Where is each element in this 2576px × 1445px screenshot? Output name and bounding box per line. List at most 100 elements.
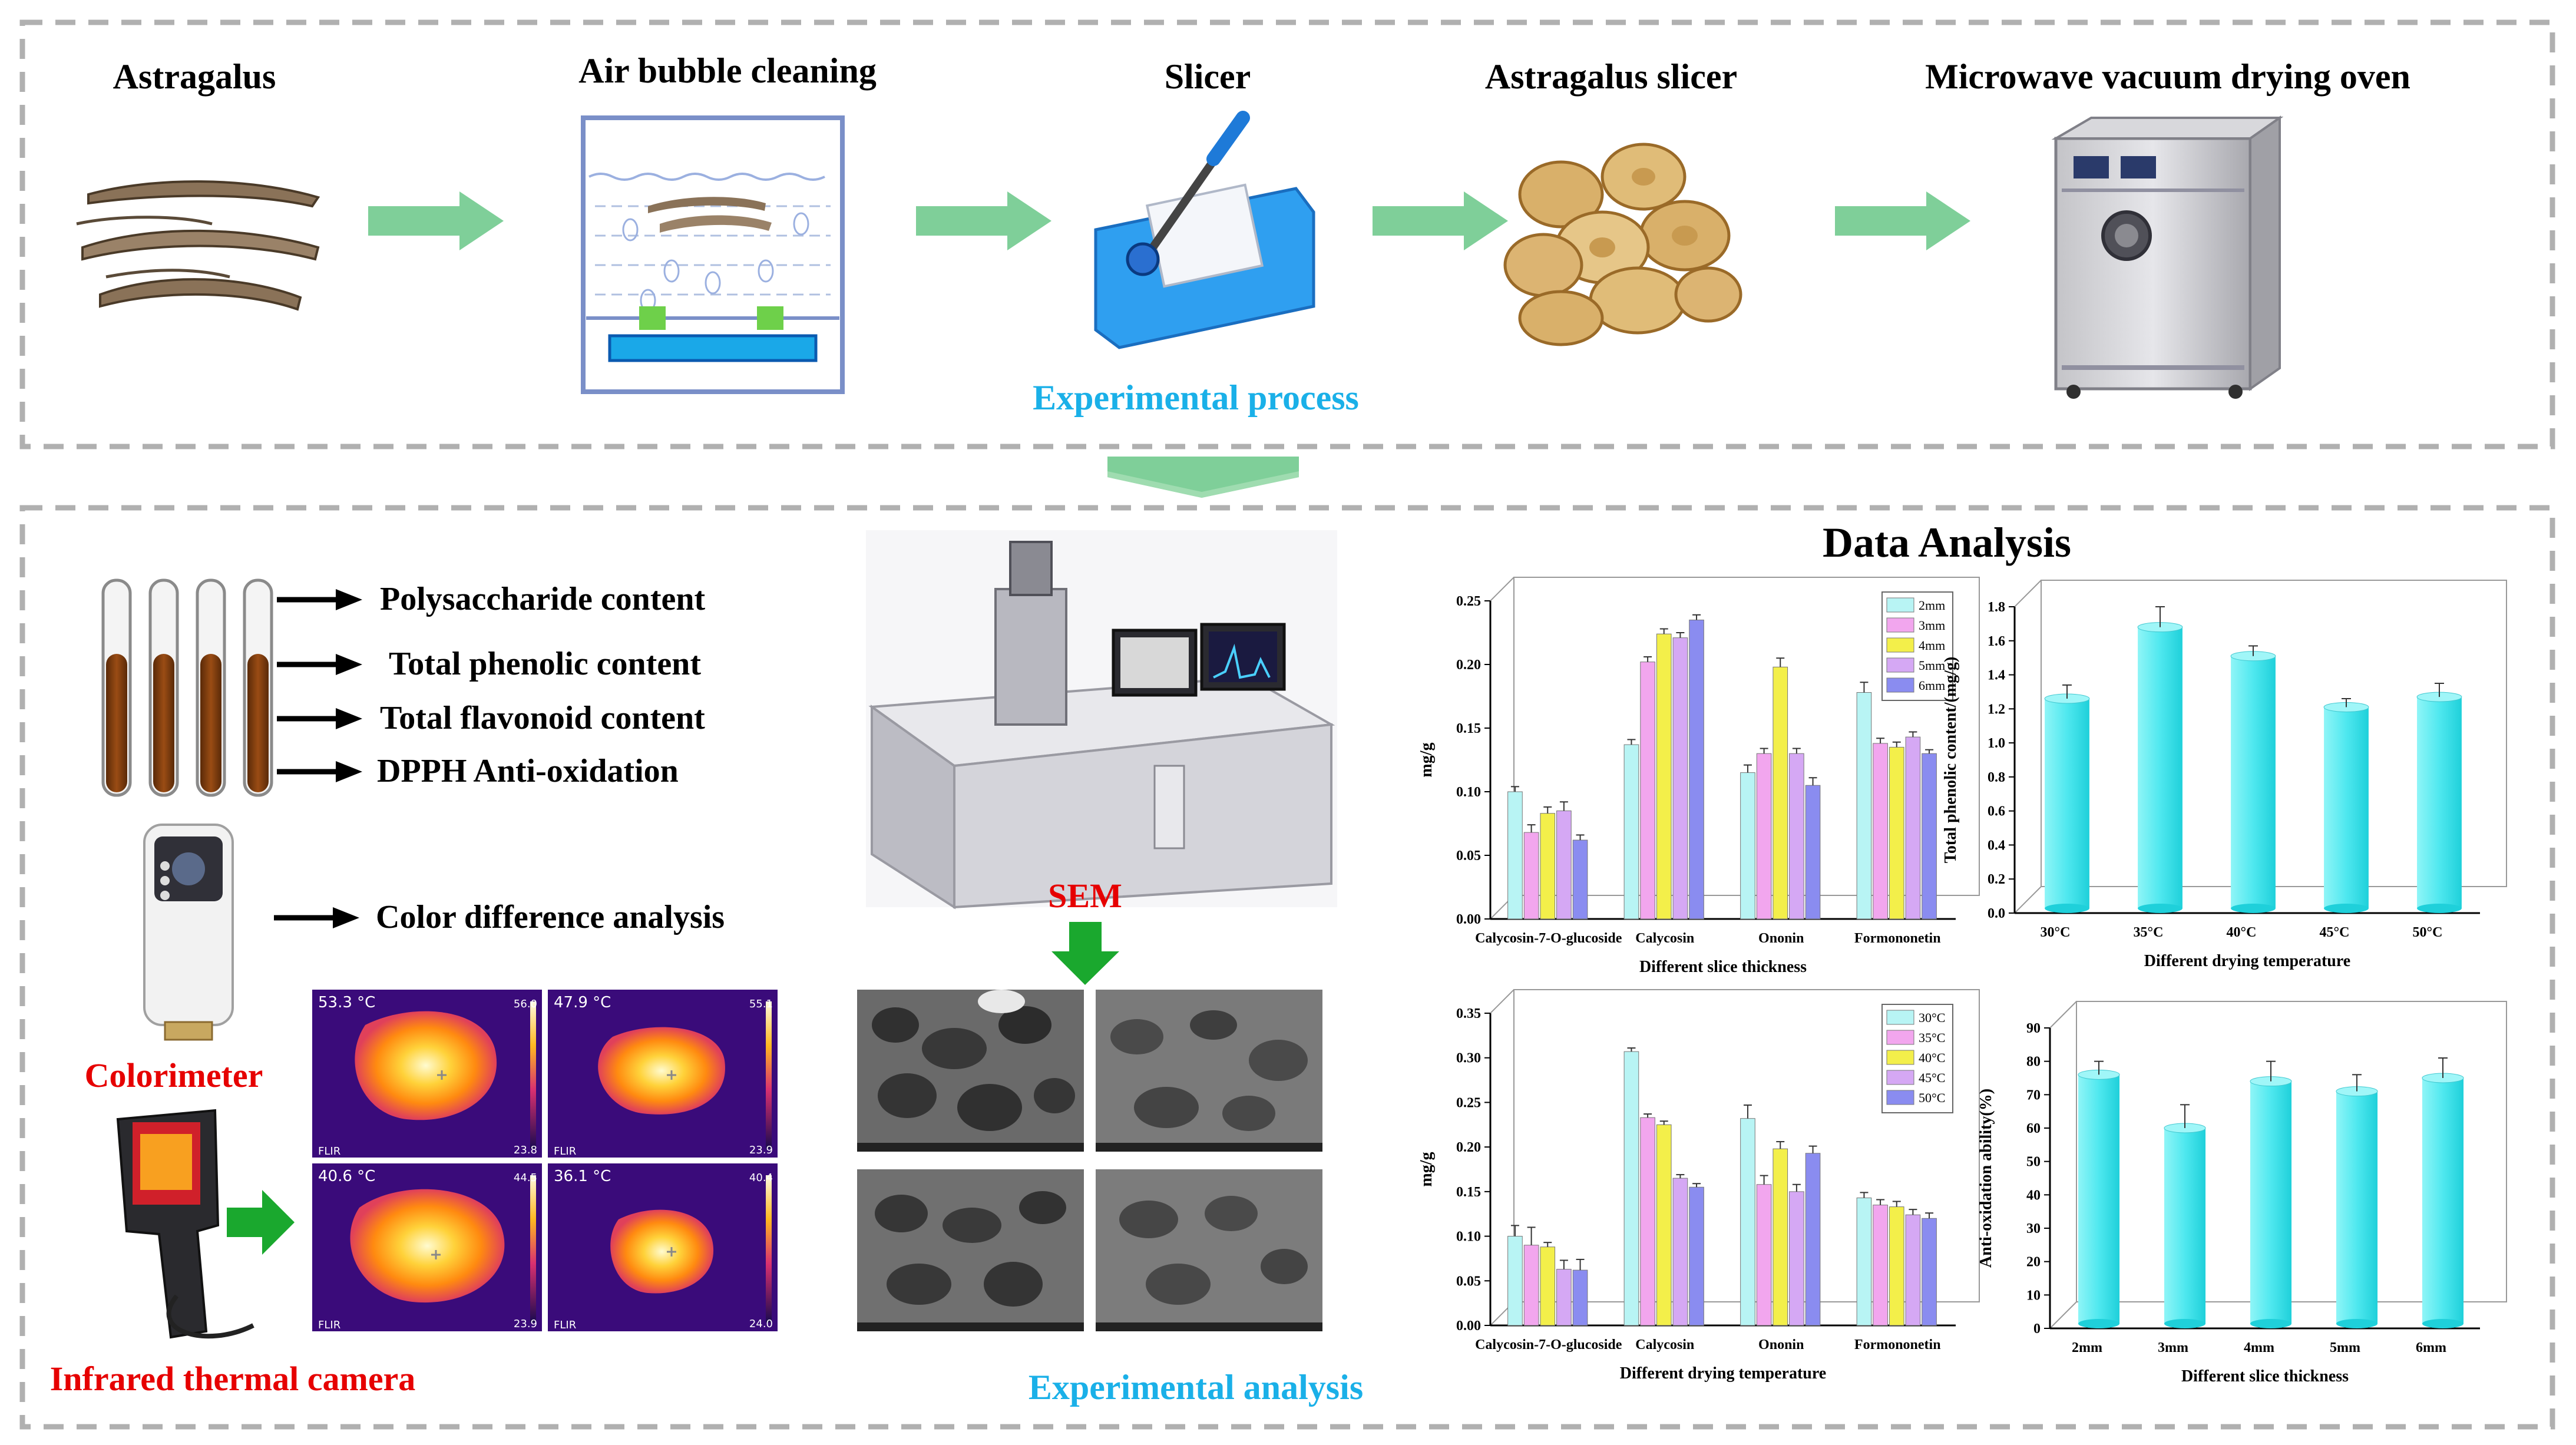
chart-2-bar-3-1: [1873, 1205, 1888, 1326]
chart-1-ytick-label-5: 1.0: [1988, 736, 2005, 751]
step-label-astragalus-slicer: Astragalus slicer: [1485, 57, 1737, 96]
dpph-label: DPPH Anti-oxidation: [377, 753, 679, 789]
chart-0-cat-label-0: Calycosin-7-O-glucoside: [1475, 931, 1622, 946]
chart-3-bar-base-2: [2250, 1319, 2292, 1328]
chart-1-ylabel: Total phenolic content/(mg/g): [1942, 657, 1960, 864]
chart-0-bar-3-2: [1889, 746, 1904, 920]
chart-3-ytick-label-4: 40: [2026, 1188, 2041, 1203]
chart-0-bar-1-0: [1623, 744, 1639, 920]
chart-2-legend-label-2: 40°C: [1919, 1050, 1945, 1065]
chart-2-legend-swatch-0: [1886, 1010, 1914, 1025]
chart-0-bar-3-1: [1873, 743, 1888, 920]
chart-3-ytick-label-6: 60: [2026, 1121, 2041, 1136]
chart-1-bar-base-4: [2417, 904, 2462, 913]
chart-3-bar-0: [2078, 1074, 2120, 1324]
sem-label: SEM: [1048, 877, 1122, 915]
process-arrow-2: [916, 191, 1051, 250]
chart-2-bar-1-1: [1640, 1117, 1655, 1326]
astragalus-roots-image: [76, 180, 320, 311]
step-label-slicer: Slicer: [1165, 57, 1251, 96]
astragalus-slices-image: [1503, 143, 1742, 346]
chart-0-ytick-label-3: 0.15: [1456, 721, 1481, 736]
chart-0-bar-1-3: [1672, 637, 1688, 920]
chart-3-bar-3: [2336, 1091, 2378, 1324]
step-label-astragalus: Astragalus: [113, 57, 276, 96]
chart-1-bar-0: [2045, 699, 2089, 908]
chart-0-legend-label-4: 6mm: [1919, 678, 1945, 693]
sem-micrograph-3: [857, 1169, 1084, 1331]
chart-2-bar-0-0: [1507, 1236, 1523, 1326]
chart-0-bar-1-1: [1640, 662, 1655, 920]
chart-0-bar-2-3: [1789, 753, 1804, 920]
chart-1-cat-label-2: 40°C: [2227, 925, 2257, 940]
sem-green-arrow: [1051, 922, 1119, 985]
chart-2-bar-1-4: [1689, 1186, 1704, 1326]
measure-arrow-3: [277, 708, 362, 729]
chart-0-bar-2-4: [1805, 785, 1821, 920]
chart-2-ytick-label-5: 0.25: [1456, 1095, 1481, 1110]
chart-3-ylabel: Anti-oxidation ability(%): [1977, 1089, 1995, 1268]
thermal-image-1: 53.3 °C 56.0 23.8 FLIR: [312, 990, 542, 1158]
colorimeter-label: Colorimeter: [85, 1056, 263, 1095]
chart-1-cat-label-1: 35°C: [2134, 925, 2164, 940]
chart-0-legend-swatch-0: [1886, 597, 1914, 613]
color-difference-label: Color difference analysis: [376, 899, 725, 935]
chart-0-cat-label-3: Formononetin: [1854, 931, 1941, 946]
down-chevron-arrow: [1107, 457, 1299, 498]
chart-1-cat-label-3: 45°C: [2320, 925, 2350, 940]
chart-2-bar-2-1: [1756, 1184, 1772, 1326]
chart-2-bar-2-3: [1789, 1191, 1804, 1326]
chart-2-legend-swatch-2: [1886, 1050, 1914, 1065]
thermal-image-4: 36.1 °C 40.4 24.0 FLIR: [548, 1163, 778, 1331]
thermal-1-min: 23.8: [514, 1144, 537, 1156]
chart-2-bar-3-3: [1905, 1214, 1921, 1326]
data-analysis-title: Data Analysis: [1823, 519, 2071, 566]
chart-3-bar-base-4: [2422, 1319, 2464, 1328]
phenolic-label: Total phenolic content: [389, 646, 701, 682]
chart-1-bar-1: [2138, 627, 2183, 908]
chart-0-bar-2-2: [1773, 666, 1788, 920]
chart-2-bar-2-4: [1805, 1153, 1821, 1326]
chart-0-legend-swatch-4: [1886, 677, 1914, 693]
chart-1-bar-base-1: [2138, 904, 2183, 913]
chart-3-bar-base-3: [2336, 1319, 2378, 1328]
chart-2-legend-swatch-3: [1886, 1070, 1914, 1085]
chart-2-legend-swatch-4: [1886, 1090, 1914, 1105]
chart-3-xlabel: Different slice thickness: [2181, 1367, 2349, 1386]
chart-3-cat-label-0: 2mm: [2072, 1340, 2102, 1355]
chart-2-bar-3-0: [1856, 1197, 1872, 1326]
sem-micrograph-1: [857, 990, 1084, 1152]
sem-micrograph-2: [1096, 990, 1322, 1152]
thermal-3-min: 23.9: [514, 1318, 537, 1330]
chart-1-ytick-label-3: 0.6: [1988, 804, 2005, 819]
chart-2-bar-0-1: [1523, 1245, 1539, 1326]
chart-2-bar-1-0: [1623, 1051, 1639, 1326]
chart-1-ytick-label-4: 0.8: [1988, 770, 2005, 785]
chart-2-bar-3-2: [1889, 1206, 1904, 1326]
chart-3-ytick-label-5: 50: [2026, 1155, 2041, 1170]
chart-2-cat-label-2: Ononin: [1758, 1337, 1804, 1353]
chart-3-bar-2: [2250, 1081, 2292, 1324]
process-frame: [19, 19, 2555, 449]
chart-0-legend-swatch-3: [1886, 657, 1914, 673]
chart-0-legend-label-3: 5mm: [1919, 658, 1945, 673]
thermal-4-max: 40.4: [749, 1172, 773, 1184]
thermal-2-temp: 47.9 °C: [554, 994, 611, 1011]
chart-2-ytick-label-4: 0.20: [1456, 1140, 1481, 1155]
thermal-green-arrow: [227, 1190, 295, 1255]
chart-1-ytick-label-2: 0.4: [1988, 838, 2005, 853]
chart-2-legend-label-1: 35°C: [1919, 1030, 1945, 1045]
chart-0-bar-0-4: [1572, 839, 1588, 920]
chart-2-cat-label-0: Calycosin-7-O-glucoside: [1475, 1337, 1622, 1353]
chart-3-ytick-label-3: 30: [2026, 1221, 2041, 1236]
chart-2-bar-3-4: [1922, 1218, 1937, 1326]
chart-3-bar-base-1: [2164, 1319, 2206, 1328]
chart-1-xlabel: Different drying temperature: [2144, 952, 2350, 970]
chart-0-wall-edge: [1490, 577, 1514, 601]
chart-2-ytick-label-3: 0.15: [1456, 1185, 1481, 1200]
chart-3-bar-base-0: [2078, 1319, 2120, 1328]
chart-1-ytick-label-0: 0.0: [1988, 906, 2005, 921]
chart-2-bar-1-3: [1672, 1178, 1688, 1326]
chart-2-legend-label-0: 30°C: [1919, 1010, 1945, 1025]
